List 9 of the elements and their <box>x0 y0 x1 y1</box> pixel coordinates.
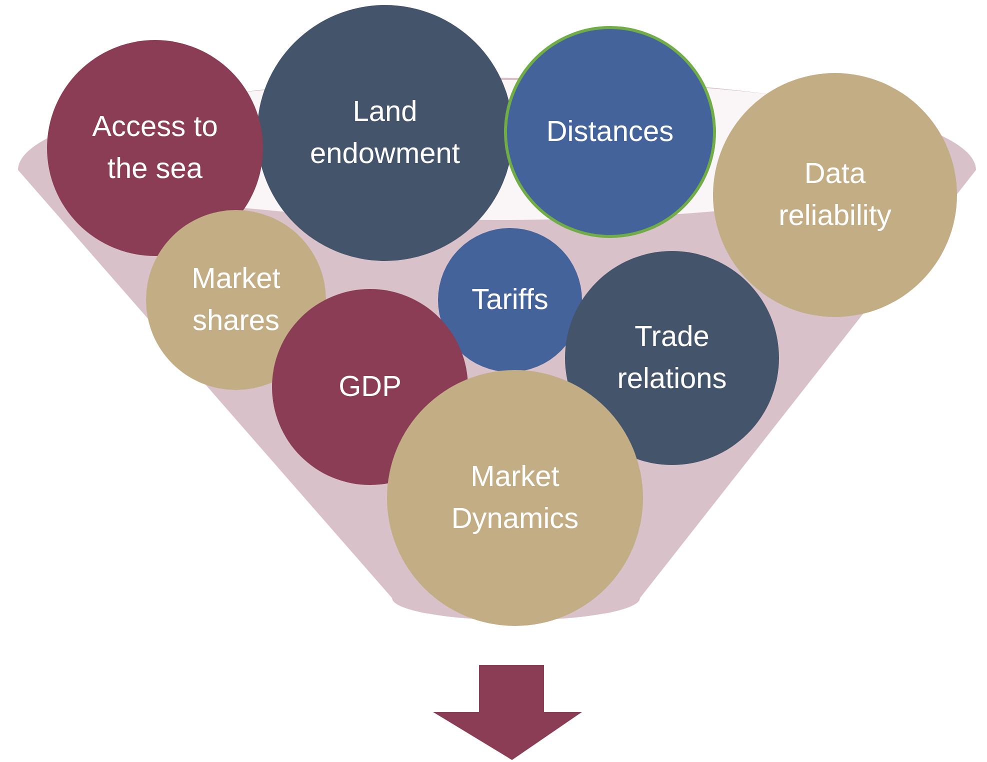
factor-label: Distances <box>546 114 674 150</box>
factor-label: Tariffs <box>472 282 548 318</box>
factor-label: Market Dynamics <box>450 460 580 537</box>
factor-label: Trade relations <box>616 320 728 397</box>
factor-label: Market shares <box>190 262 282 339</box>
factor-label: Land endowment <box>309 94 461 172</box>
factor-label: Access to the sea <box>91 110 219 187</box>
factor-label: GDP <box>338 370 402 405</box>
factor-label: Data reliability <box>778 156 892 234</box>
